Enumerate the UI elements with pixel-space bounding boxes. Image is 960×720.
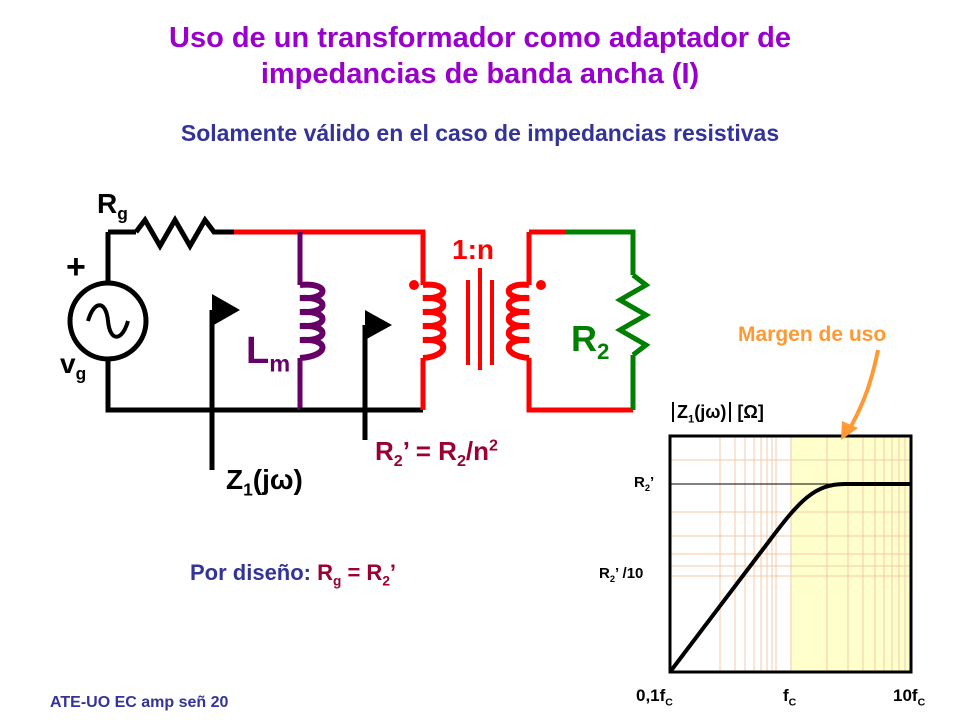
ytick-r2p-10: R2’ /10 — [599, 565, 644, 584]
secondary-coil — [506, 281, 530, 361]
impedance-curve — [668, 482, 911, 674]
vg-label: vg — [60, 348, 87, 384]
r2-prime-label: R2’ = R2/n2 — [375, 436, 498, 471]
lm-coil — [299, 281, 326, 361]
margin-label: Margen de uso — [738, 323, 887, 346]
plus-sign: + — [66, 248, 86, 286]
r2-label: R2 — [571, 318, 610, 365]
source-wires — [105, 232, 300, 413]
rg-label: Rg — [97, 188, 128, 224]
design-equation: Por diseño: Rg = R2’ — [190, 560, 397, 589]
margin-arrow-line — [846, 349, 880, 433]
footer-label: ATE-UO EC amp señ 20 — [50, 694, 229, 711]
rg-resistor — [134, 214, 234, 252]
primary-top-wire — [234, 229, 426, 270]
graph-grid — [670, 436, 911, 672]
primary-dot — [409, 280, 419, 290]
xtick-0-1fc: 0,1fC — [636, 686, 673, 709]
margin-arrow-head — [841, 421, 858, 440]
transformer-core — [466, 268, 494, 370]
page-title-line1: Uso de un transformador como adaptador d… — [169, 22, 791, 54]
z1-label: Z1(jω) — [226, 464, 303, 500]
r2-leads — [565, 229, 636, 410]
graph-frame — [668, 434, 913, 674]
primary-coil — [422, 281, 447, 361]
r2p-arrow-head — [365, 310, 392, 340]
z1-arrow-head — [212, 294, 240, 326]
secondary-leads — [526, 232, 633, 413]
ratio-label: 1:n — [452, 234, 494, 265]
xtick-10fc: 10fC — [893, 686, 926, 709]
page-title-line2: impedancias de banda ancha (I) — [260, 58, 700, 90]
sine-icon — [86, 303, 130, 339]
secondary-dot — [536, 280, 546, 290]
graph-y-label: Z1(jω)[Ω] — [672, 402, 764, 426]
ytick-r2p: R2’ — [634, 474, 655, 493]
r2-resistor — [614, 273, 652, 357]
subtitle: Solamente válido en el caso de impedanci… — [180, 120, 780, 146]
lm-label: Lm — [246, 330, 291, 377]
xtick-fc: fC — [783, 686, 797, 709]
